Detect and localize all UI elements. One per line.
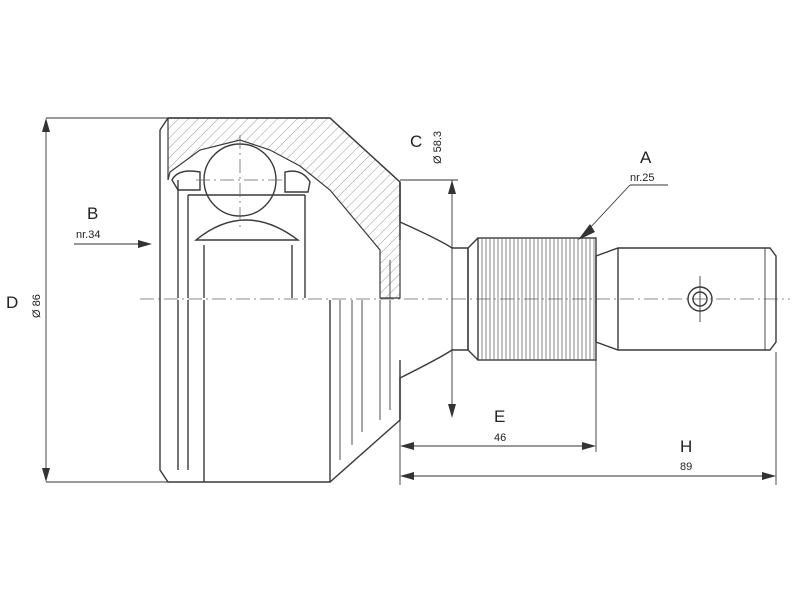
leader-a (578, 184, 668, 240)
label-c-value: Ø 58.3 (432, 131, 444, 164)
housing-outer (159, 117, 401, 483)
label-d-letter: D (6, 293, 18, 312)
dimension-c (400, 179, 458, 418)
stub-shaft (399, 182, 777, 420)
label-d-value: Ø 86 (31, 294, 43, 318)
dimension-h (400, 352, 777, 485)
label-c-letter: C (410, 132, 422, 151)
leader-b (74, 240, 152, 248)
label-h-letter: H (680, 437, 692, 456)
label-e-value: 46 (494, 432, 506, 444)
dimension-e (399, 360, 597, 485)
label-a-value: nr.25 (630, 172, 654, 184)
label-e-letter: E (494, 407, 505, 426)
label-a-letter: A (640, 148, 652, 167)
housing-hatched-section (167, 117, 401, 299)
inner-race (194, 219, 301, 241)
label-b-value: nr.34 (76, 229, 100, 241)
label-h-value: 89 (680, 461, 692, 473)
label-b-letter: B (87, 204, 98, 223)
dimension-d (42, 117, 168, 483)
